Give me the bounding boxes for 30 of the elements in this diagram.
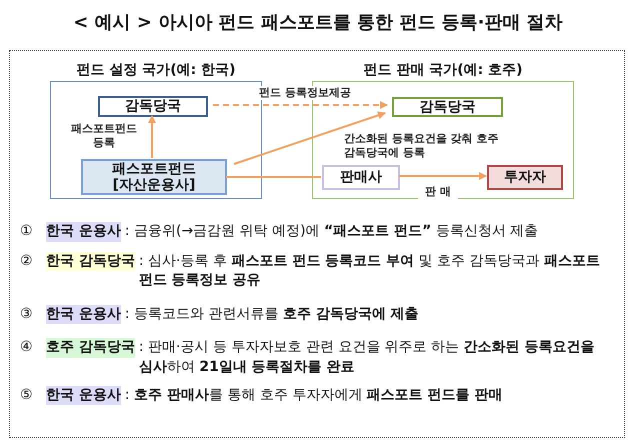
section-heading: 펀드 판매 국가(예: 호주) xyxy=(362,61,524,79)
step-description: : 등록코드와 관련서류를 호주 감독당국에 제출 xyxy=(124,304,420,324)
arrow xyxy=(399,172,487,180)
actor-name: 한국 운용사 xyxy=(46,222,121,242)
step-description: : 호주 판매사를 통해 호주 투자자에게 패스포트 펀드를 판매 xyxy=(124,386,504,405)
process-box: 감독당국 xyxy=(98,96,208,117)
step-number: ⑤ xyxy=(20,386,34,405)
step-description: : 판매·공시 등 투자자보호 관련 요건을 위주로 하는 간소화된 등록요건을 심사하여 21일내 등록절차를 완료 xyxy=(138,338,596,377)
step-number: ① xyxy=(20,222,34,241)
section-heading: 펀드 설정 국가(예: 한국) xyxy=(75,61,237,79)
arrow xyxy=(148,115,156,158)
step-number: ④ xyxy=(20,338,34,358)
arrow xyxy=(234,111,386,165)
process-box: 판매사 xyxy=(322,165,400,190)
connector-line xyxy=(226,176,321,178)
step-description: : 금융위(→금감원 위탁 예정)에 “패스포트 펀드” 등록신청서 제출 xyxy=(124,222,540,241)
actor-name: 한국 운용사 xyxy=(46,304,121,324)
step-number: ② xyxy=(20,252,34,271)
edge-label: 판 매 xyxy=(418,185,458,200)
step-number: ③ xyxy=(20,304,34,324)
diagram-title: < 예시 > 아시아 펀드 패스포트를 통한 펀드 등록·판매 절차 xyxy=(72,11,564,34)
arrow xyxy=(213,101,388,109)
actor-name: 한국 운용사 xyxy=(46,386,121,406)
process-box: 감독당국 xyxy=(392,97,503,117)
actor-name: 한국 감독당국 xyxy=(46,252,135,272)
process-box: 패스포트펀드 [자산운용사] xyxy=(81,159,227,195)
actor-name: 호주 감독당국 xyxy=(46,338,135,358)
edge-label: 펀드 등록정보제공 xyxy=(258,86,352,100)
process-box: 투자자 xyxy=(487,165,563,190)
step-description: : 심사·등록 후 패스포트 펀드 등록코드 부여 및 호주 감독당국과 패스포트 펀드 등록정보 공유 xyxy=(138,252,601,290)
